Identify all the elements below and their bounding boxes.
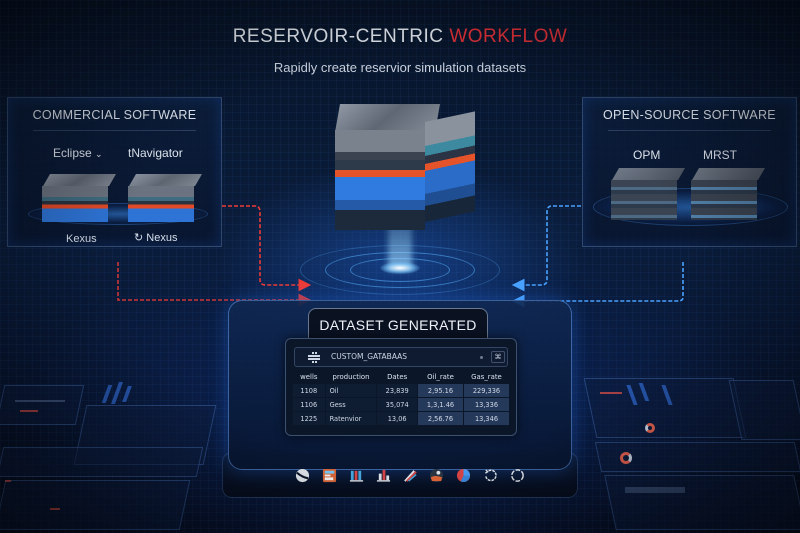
- cell-gas-rate: 13,346: [463, 412, 509, 425]
- chevron-down-icon: ⌄: [95, 149, 103, 159]
- cell-oil-rate: 1,3,1.46: [417, 398, 463, 411]
- open-source-software-panel: OPEN-SOURCE SOFTWARE OPM MRST: [582, 97, 797, 247]
- pie-chart-icon[interactable]: [456, 468, 471, 483]
- database-header: CUSTOM_GATABAAS ⌘: [294, 347, 508, 367]
- column-header[interactable]: Gas_rate: [471, 373, 502, 381]
- database-name: CUSTOM_GATABAAS: [331, 352, 408, 361]
- software-name: Eclipse: [53, 146, 92, 160]
- tool-bar: [295, 463, 525, 487]
- software-nexus[interactable]: ↻ Nexus: [134, 231, 177, 244]
- database-action-button[interactable]: ⌘: [491, 351, 505, 363]
- cell-dates: 13,06: [377, 412, 417, 425]
- software-opm[interactable]: OPM: [633, 148, 661, 162]
- analytics-icon[interactable]: [429, 468, 444, 483]
- divider: [33, 130, 196, 131]
- software-mrst[interactable]: MRST: [703, 148, 737, 162]
- table-row[interactable]: 1225 Ratenvior 13,06 2,56.76 13,346: [293, 412, 509, 425]
- opensource-panel-title: OPEN-SOURCE SOFTWARE: [603, 108, 776, 122]
- pen-edit-icon[interactable]: [403, 468, 418, 483]
- table-row[interactable]: 1108 Oil 23,839 2,95.16 229,336: [293, 384, 509, 397]
- bar-chart-icon[interactable]: [349, 468, 364, 483]
- title-accent: WORKFLOW: [449, 26, 568, 47]
- cell-gas-rate: 229,336: [463, 384, 509, 397]
- column-header[interactable]: Dates: [387, 373, 408, 381]
- software-sublabel: Nexus: [146, 232, 178, 244]
- layout-icon[interactable]: [322, 468, 337, 483]
- cycle-icon[interactable]: [510, 468, 525, 483]
- divider: [608, 130, 771, 131]
- database-grid-icon: [308, 352, 320, 363]
- dataset-generated-tag: DATASET GENERATED: [308, 308, 488, 340]
- column-header[interactable]: Oil_rate: [427, 373, 454, 381]
- cell-oil-rate: 2,56.76: [417, 412, 463, 425]
- column-header[interactable]: production: [332, 373, 370, 381]
- software-kexus[interactable]: Kexus: [66, 233, 97, 245]
- globe-icon[interactable]: [295, 468, 310, 483]
- refresh-icon: ↻: [134, 232, 144, 244]
- title-main: RESERVOIR-CENTRIC: [232, 26, 444, 47]
- cell-production: Gess: [325, 398, 377, 411]
- cell-dates: 23,839: [377, 384, 417, 397]
- cell-production: Oil: [325, 384, 377, 397]
- cell-wells: 1106: [293, 398, 325, 411]
- software-tnavigator[interactable]: tNavigator: [128, 146, 183, 160]
- commercial-software-panel: COMMERCIAL SOFTWARE Eclipse ⌄ tNavigator…: [7, 97, 222, 247]
- cell-gas-rate: 13,336: [463, 398, 509, 411]
- cell-production: Ratenvior: [325, 412, 377, 425]
- database-window: CUSTOM_GATABAAS ⌘ wells production Dates…: [285, 338, 517, 436]
- status-dot: [480, 356, 483, 359]
- software-eclipse[interactable]: Eclipse ⌄: [53, 146, 103, 160]
- column-chart-icon[interactable]: [376, 468, 391, 483]
- refresh-icon[interactable]: [483, 468, 498, 483]
- column-header[interactable]: wells: [300, 373, 318, 381]
- dataset-table: wells production Dates Oil_rate Gas_rate…: [292, 370, 510, 426]
- page-subtitle: Rapidly create reservior simulation data…: [273, 60, 527, 75]
- cell-dates: 35,074: [377, 398, 417, 411]
- cell-wells: 1225: [293, 412, 325, 425]
- commercial-panel-title: COMMERCIAL SOFTWARE: [32, 108, 197, 122]
- page-title: RESERVOIR-CENTRIC WORKFLOW: [0, 26, 800, 48]
- table-row[interactable]: 1106 Gess 35,074 1,3,1.46 13,336: [293, 398, 509, 411]
- cell-oil-rate: 2,95.16: [417, 384, 463, 397]
- cell-wells: 1108: [293, 384, 325, 397]
- table-header-row: wells production Dates Oil_rate Gas_rate: [293, 371, 509, 383]
